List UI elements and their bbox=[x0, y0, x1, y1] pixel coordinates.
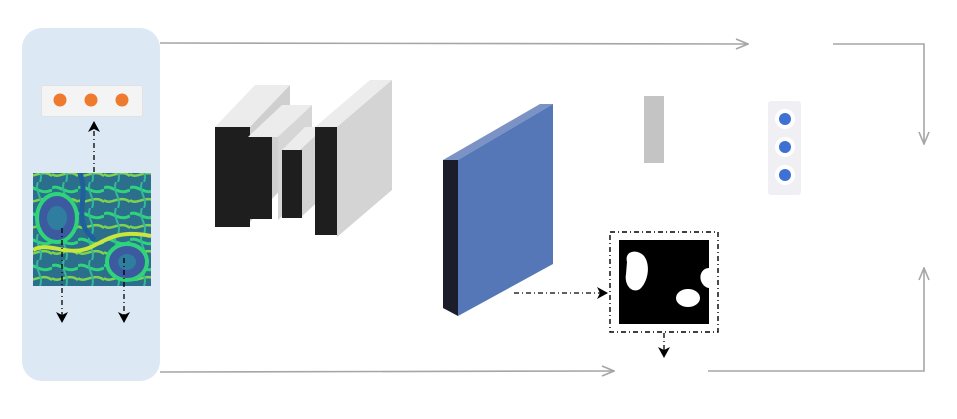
vector-dot bbox=[115, 93, 129, 107]
vector-dot bbox=[779, 141, 791, 153]
right-up-connector-arrow bbox=[708, 268, 924, 372]
bottom-connector-arrow bbox=[159, 371, 614, 372]
right-down-connector-arrow bbox=[833, 43, 924, 144]
vector-dot bbox=[53, 93, 67, 107]
top-connector-arrow bbox=[159, 43, 748, 44]
backbone-network bbox=[215, 80, 392, 237]
segmentation-mask bbox=[609, 231, 719, 333]
embedding-bar bbox=[644, 96, 664, 163]
vector-dot bbox=[779, 169, 791, 181]
cell-image bbox=[33, 173, 151, 286]
vector-dot bbox=[779, 113, 791, 125]
mask-blob bbox=[676, 289, 700, 307]
mask-blob bbox=[625, 251, 648, 291]
input-vector bbox=[53, 93, 129, 107]
mask-blob bbox=[700, 268, 709, 288]
feature-map bbox=[443, 104, 553, 316]
vector-dot bbox=[84, 93, 98, 107]
output-vector bbox=[775, 109, 795, 185]
